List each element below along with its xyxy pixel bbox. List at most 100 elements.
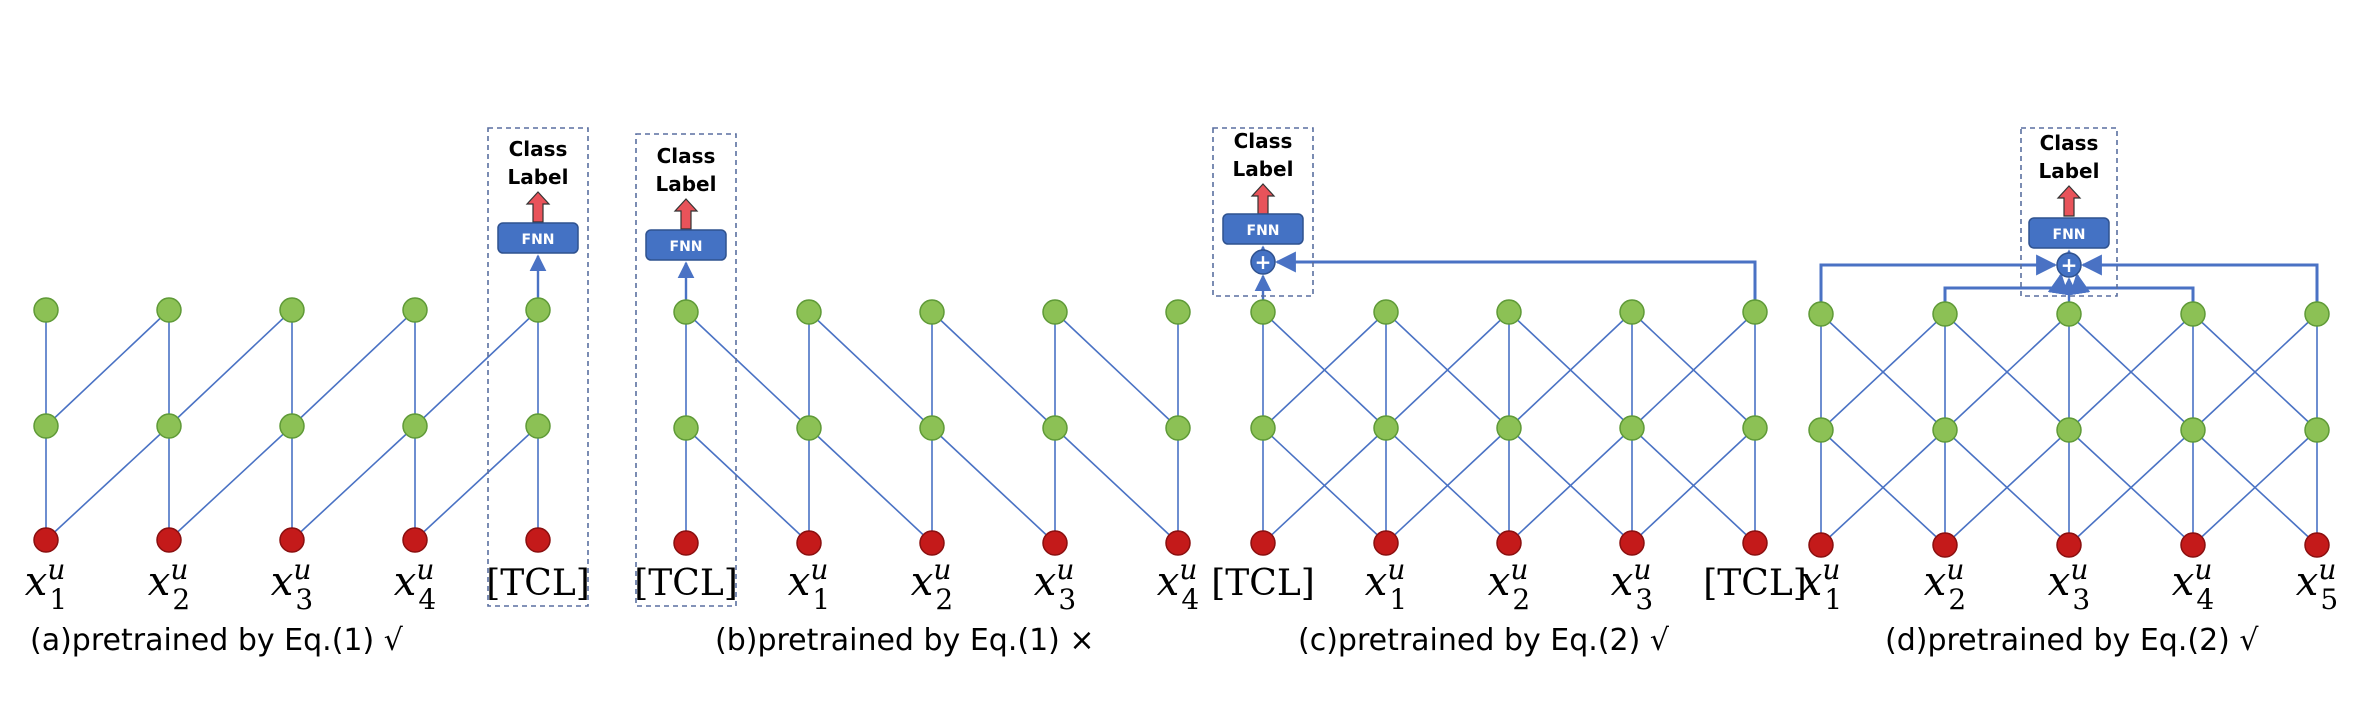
dashed-box-panel-b [635,133,737,607]
top-node-p1-2 [919,299,945,325]
token-base: x [148,559,171,605]
token-subscript: 4 [2196,583,2214,616]
top-node-p3-4 [2304,301,2330,327]
token-label-p2-0: [TCL] [1211,563,1315,604]
token-superscript: u [416,553,434,586]
panel-c-class-label-line1: Class [1234,129,1293,153]
edge-p2-in2-mid1 [1385,427,1510,544]
input-node-p3-1 [1932,532,1958,558]
input-node-p2-2 [1496,530,1522,556]
panel-c-up-arrow-icon [1250,183,1276,215]
edge-p0-mid1-top2 [168,309,293,427]
input-node-p1-0 [673,530,699,556]
token-base: x [911,559,934,605]
panel-a-up-arrow-icon [525,191,551,223]
token-base: x [2048,559,2071,605]
edge-p3-in4-mid3 [2192,429,2318,546]
top-node-p1-4 [1165,299,1191,325]
token-label-p1-0: [TCL] [634,563,738,604]
input-node-p0-2 [279,527,305,553]
input-node-p2-3 [1619,530,1645,556]
edge-p1-in4-mid3 [1054,427,1179,544]
input-node-p2-4 [1742,530,1768,556]
token-base: [TCL] [486,563,590,604]
panel-a-fnn-box [497,222,579,254]
caption-panel-3: (d)pretrained by Eq.(2) √ [1885,623,2259,658]
edge-p1-in2-mid1 [808,427,933,544]
caption-panel-1: (b)pretrained by Eq.(1) × [715,623,1095,658]
token-subscript: 1 [812,583,830,616]
panel-d-fnn-box [2028,217,2110,249]
edge-p3-mid1-top0 [1820,313,1946,431]
dashed-box-panel-c [1212,127,1314,297]
mid-node-p1-1 [796,415,822,441]
top-node-p0-2 [279,297,305,323]
token-base: x [1365,559,1388,605]
boxes-layer [487,127,2118,607]
token-base: x [1611,559,1634,605]
panel-d-class-label-line1: Class [2040,131,2099,155]
input-node-p1-3 [1042,530,1068,556]
dashed-box-panel-d [2020,127,2118,297]
token-subscript: 3 [1635,583,1653,616]
edge-p3-in1-mid0 [1820,429,1946,546]
top-node-p1-0 [673,299,699,325]
edge-p0-in0-mid1 [45,425,170,541]
input-node-p0-1 [156,527,182,553]
input-node-p1-4 [1165,530,1191,556]
plus-arrow-panel-d-3 [2069,272,2195,302]
edge-p2-mid3-top2 [1508,311,1633,429]
caption-panel-0: (a)pretrained by Eq.(1) √ [30,623,404,658]
input-node-p3-4 [2304,532,2330,558]
token-superscript: u [1510,553,1528,586]
plus-panel-c [1250,249,1276,275]
plus-panel-d-symbol: + [2061,253,2078,277]
token-base: x [1924,559,1947,605]
mid-node-p0-2 [279,413,305,439]
mid-node-p1-4 [1165,415,1191,441]
plus-panel-c-symbol: + [1255,250,1272,274]
mid-node-p1-2 [919,415,945,441]
token-base: x [1800,559,1823,605]
mid-node-p3-1 [1932,417,1958,443]
top-node-p1-1 [796,299,822,325]
edge-p0-in3-mid4 [414,425,539,541]
top-node-p3-3 [2180,301,2206,327]
token-superscript: u [1056,553,1074,586]
top-node-p1-3 [1042,299,1068,325]
edge-p2-in3-mid2 [1508,427,1633,544]
token-subscript: 1 [49,583,67,616]
mid-node-p2-3 [1619,415,1645,441]
token-superscript: u [2194,553,2212,586]
token-superscript: u [1387,553,1405,586]
token-base: x [788,559,811,605]
top-node-p3-2 [2056,301,2082,327]
panel-d-up-arrow-icon [2056,185,2082,217]
mid-node-p3-3 [2180,417,2206,443]
token-superscript: u [810,553,828,586]
top-node-p0-4 [525,297,551,323]
panel-b-fnn-label: FNN [670,239,703,255]
edge-p1-mid1-top0 [685,311,810,429]
mid-node-p2-0 [1250,415,1276,441]
token-base: [TCL] [1703,563,1807,604]
mid-node-p1-3 [1042,415,1068,441]
edge-p3-mid4-top3 [2192,313,2318,431]
edge-p2-in1-mid0 [1262,427,1387,544]
mid-node-p3-2 [2056,417,2082,443]
token-subscript: 4 [1181,583,1199,616]
